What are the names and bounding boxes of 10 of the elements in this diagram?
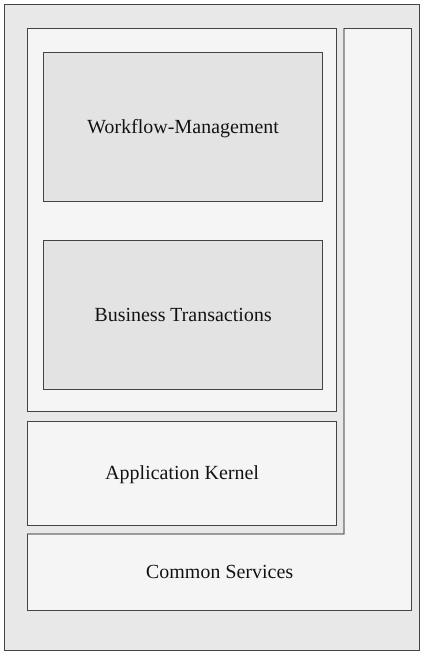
layer-label: Application Kernel: [104, 461, 260, 486]
layer-box: [43, 52, 323, 202]
layer-box: [43, 240, 323, 390]
outer-frame: [4, 4, 420, 651]
layer-label: Business Transactions: [93, 302, 273, 328]
layer-label: Common Services: [144, 560, 294, 585]
container-box: [27, 28, 337, 412]
layer-box: [27, 421, 337, 526]
l-shaped-layer: [27, 28, 412, 611]
layer-label: Workflow-Management: [86, 114, 280, 140]
